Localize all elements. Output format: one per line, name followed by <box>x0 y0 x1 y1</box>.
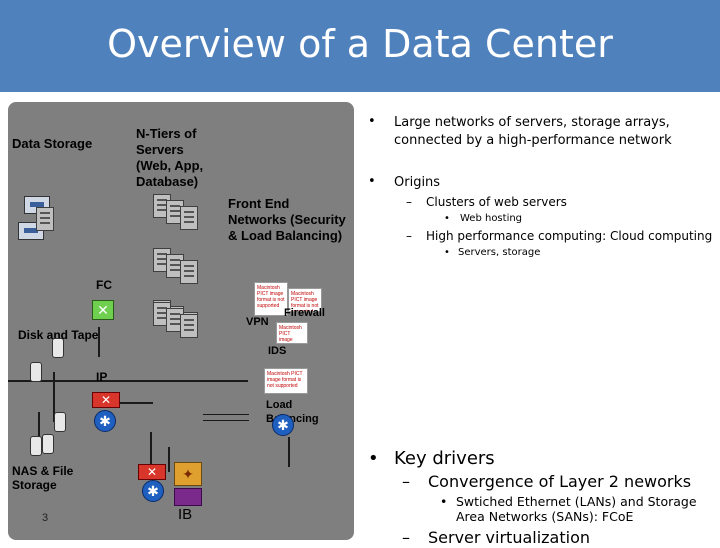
server-icon <box>180 260 198 284</box>
link-line <box>168 447 170 472</box>
bullet-server-virtualization: Server virtualization <box>428 528 591 547</box>
link-line <box>203 420 249 421</box>
title-bar: Overview of a Data Center <box>0 0 720 92</box>
switch-icon: ✱ <box>272 414 294 436</box>
disk-icon <box>52 338 64 358</box>
bullet-list: • Large networks of servers, storage arr… <box>354 100 720 547</box>
link-line <box>38 412 40 442</box>
slide-title: Overview of a Data Center <box>107 22 613 66</box>
disk-icon <box>30 362 42 382</box>
disk-tape-label: Disk and Tape <box>18 328 99 342</box>
dash-mark: – <box>402 528 410 547</box>
dash-mark: – <box>406 195 412 209</box>
switch-icon: ✱ <box>94 410 116 432</box>
link-line <box>203 414 249 415</box>
disk-icon <box>30 436 42 456</box>
vpn-label: VPN <box>246 316 269 328</box>
bullet-web-hosting: Web hosting <box>460 213 523 224</box>
ib-switch-icon <box>174 488 202 506</box>
disk-icon <box>54 412 66 432</box>
ip-label: IP <box>96 370 108 384</box>
data-storage-label: Data Storage <box>12 136 93 151</box>
image-placeholder: Macintosh PICT image format is not suppo… <box>276 322 308 344</box>
disk-icon <box>42 434 54 454</box>
link-line <box>150 432 152 472</box>
server-icon <box>36 207 54 231</box>
switch-icon: ✱ <box>142 480 164 502</box>
bullet-key-drivers: Key drivers <box>394 448 495 469</box>
server-icon <box>180 314 198 338</box>
dash-mark: – <box>402 472 410 491</box>
bullet-large-networks: Large networks of servers, storage array… <box>394 115 672 148</box>
fc-switch-icon: ✕ <box>92 300 114 320</box>
link-line <box>98 327 100 357</box>
link-line <box>103 402 153 404</box>
link-line <box>288 437 290 467</box>
bullet-clusters: Clusters of web servers <box>426 195 567 209</box>
slide-number: 3 <box>42 512 49 524</box>
bullet-dot: • <box>444 213 450 224</box>
front-end-label: Front End Networks (Security & Load Bala… <box>228 196 346 243</box>
bullet-origins: Origins <box>394 175 441 190</box>
router-icon: ✕ <box>92 392 120 408</box>
nas-label: NAS & File Storage <box>12 464 74 492</box>
ids-label: IDS <box>268 345 287 357</box>
link-line <box>53 372 55 422</box>
ib-router-icon: ✦ <box>174 462 202 486</box>
bullet-dot: • <box>368 448 379 469</box>
bullet-dot: • <box>440 494 448 509</box>
dash-mark: – <box>406 229 412 243</box>
image-placeholder: Macintosh PICT image format is not suppo… <box>264 368 308 394</box>
bullet-dot: • <box>444 247 450 258</box>
fc-label: FC <box>96 278 112 292</box>
ib-label: IB <box>178 506 193 523</box>
bullet-convergence: Convergence of Layer 2 neworks <box>428 472 692 491</box>
bullet-dot: • <box>368 114 376 129</box>
image-placeholder: Macintosh PICT image format is not suppo… <box>254 282 288 316</box>
data-center-diagram: Data Storage N-Tiers of Servers (Web, Ap… <box>8 102 354 540</box>
ntiers-label: N-Tiers of Servers (Web, App, Database) <box>136 126 204 189</box>
firewall-label: Firewall <box>284 307 325 319</box>
bullet-servers-storage: Servers, storage <box>458 247 541 258</box>
image-placeholder: Macintosh PICT image format is not suppo… <box>288 288 322 312</box>
bullet-hpc: High performance computing: Cloud comput… <box>426 229 713 243</box>
bullet-dot: • <box>368 174 376 189</box>
router-icon: ✕ <box>138 464 166 480</box>
link-line <box>8 380 248 382</box>
server-icon <box>180 206 198 230</box>
bullet-switched-ethernet: Swtiched Ethernet (LANs) and Storage Are… <box>456 494 697 524</box>
